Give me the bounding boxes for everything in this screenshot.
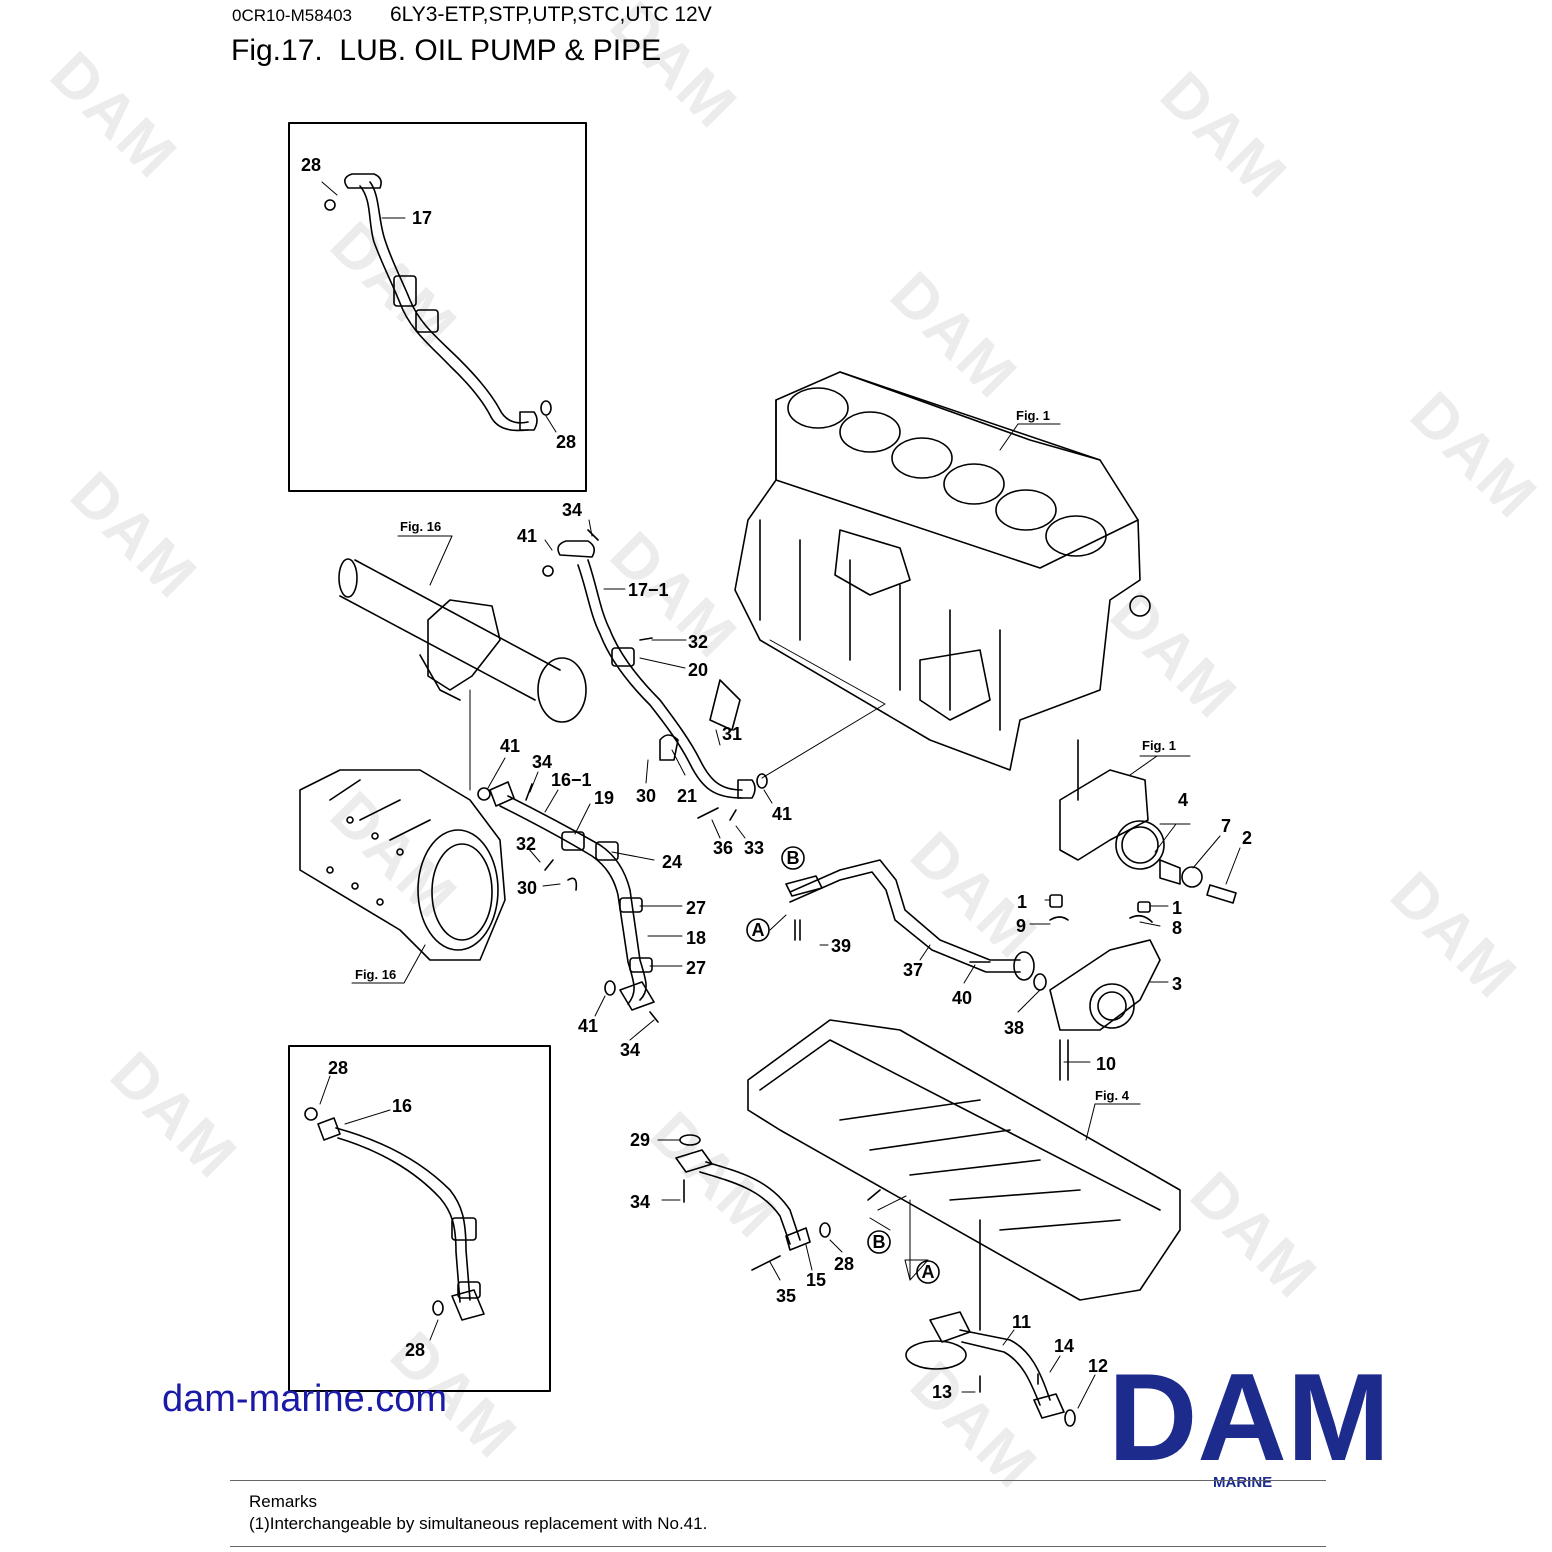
part-label: 28 (301, 155, 321, 175)
part-label: 19 (594, 788, 614, 808)
part-label: 8 (1172, 918, 1182, 938)
part-label: 32 (516, 834, 536, 854)
part-label: 2 (1242, 828, 1252, 848)
part-label: 1 (1017, 892, 1027, 912)
inset-box-bottom (288, 1045, 551, 1392)
part-label: 9 (1016, 916, 1026, 936)
part-label: 33 (744, 838, 764, 858)
part-label: 20 (688, 660, 708, 680)
part-label: 30 (636, 786, 656, 806)
part-label: 29 (630, 1130, 650, 1150)
part-label: 38 (1004, 1018, 1024, 1038)
part-label: 34 (562, 500, 582, 520)
pump-bracket-drawing (1049, 739, 1237, 923)
oil-pipe-17-1-drawing (542, 529, 768, 799)
engine-model: 6LY3-ETP,STP,UTP,STC,UTC 12V (390, 3, 712, 26)
callout-letter-b: B (787, 848, 800, 868)
part-label: 16−1 (551, 770, 592, 790)
oil-pipe-15-drawing (675, 1134, 881, 1271)
fig-ref-block: Fig. 1 (1016, 408, 1050, 423)
part-label: 41 (500, 736, 520, 756)
part-label: 41 (517, 526, 537, 546)
dam-logo: DAM (1108, 1364, 1390, 1468)
part-label: 14 (1054, 1336, 1074, 1356)
callout-letter-a: A (922, 1262, 935, 1282)
oil-pan-drawing (747, 1019, 1181, 1331)
divider-top (230, 1480, 1326, 1481)
part-label: 7 (1221, 816, 1231, 836)
fig-ref-pan: Fig. 4 (1095, 1088, 1130, 1103)
part-label: 1 (1172, 898, 1182, 918)
part-label: 35 (776, 1286, 796, 1306)
callout-letter-b: B (873, 1232, 886, 1252)
part-label: 15 (806, 1270, 826, 1290)
part-label: 37 (903, 960, 923, 980)
logo-subtext: MARINE (1213, 1474, 1273, 1491)
part-label: 3 (1172, 974, 1182, 994)
part-label: 13 (932, 1382, 952, 1402)
fig-ref-bracket: Fig. 1 (1142, 738, 1176, 753)
remarks-heading: Remarks (249, 1492, 318, 1511)
oil-pipe-17-drawing (324, 173, 552, 432)
fig-ref-cooler: Fig. 16 (355, 967, 396, 982)
part-label: 11 (1012, 1312, 1031, 1332)
part-label: 27 (686, 958, 706, 978)
part-label: 28 (556, 432, 576, 452)
part-label: 18 (686, 928, 706, 948)
part-label: 41 (772, 804, 792, 824)
remarks-text: (1)Interchangeable by simultaneous repla… (249, 1514, 708, 1533)
oil-cooler-drawing (299, 769, 506, 961)
oil-pump-drawing (1049, 939, 1161, 1081)
part-label: 28 (834, 1254, 854, 1274)
oil-pipe-16-drawing (304, 1107, 485, 1321)
part-label: 12 (1088, 1356, 1108, 1376)
part-label: 28 (328, 1058, 348, 1078)
part-label: 16 (392, 1096, 412, 1116)
oil-filter-drawing (338, 558, 587, 723)
part-label: 10 (1096, 1054, 1116, 1074)
callout-letter-a: A (752, 920, 765, 940)
part-label: 30 (517, 878, 537, 898)
part-label: 17−1 (628, 580, 669, 600)
part-label: 4 (1178, 790, 1188, 810)
oil-pipe-16-1-18-drawing (477, 781, 737, 1023)
part-label: 34 (620, 1040, 640, 1060)
suction-pipe-37-drawing (785, 859, 1047, 991)
part-label: 34 (630, 1192, 650, 1212)
cylinder-block-drawing (734, 371, 1151, 771)
part-label: 17 (412, 208, 432, 228)
part-label: 40 (952, 988, 972, 1008)
part-label: 24 (662, 852, 682, 872)
part-label: 34 (532, 752, 552, 772)
figure-title: Fig.17. LUB. OIL PUMP & PIPE (231, 34, 662, 67)
document-code: 0CR10-M58403 (232, 6, 353, 25)
part-label: 21 (677, 786, 697, 806)
oil-strainer-11-drawing (905, 1311, 1076, 1427)
part-label: 32 (688, 632, 708, 652)
divider-bottom (230, 1546, 1326, 1547)
fig-ref-filter: Fig. 16 (400, 519, 441, 534)
part-label: 39 (831, 936, 851, 956)
website-link[interactable]: dam-marine.com (162, 1378, 448, 1420)
part-label: 27 (686, 898, 706, 918)
inset-box-top (288, 122, 587, 492)
part-label: 28 (405, 1340, 425, 1360)
part-label: 31 (722, 724, 742, 744)
part-label: 36 (713, 838, 733, 858)
part-label: 41 (578, 1016, 598, 1036)
logo-text: DAM (1108, 1364, 1390, 1468)
